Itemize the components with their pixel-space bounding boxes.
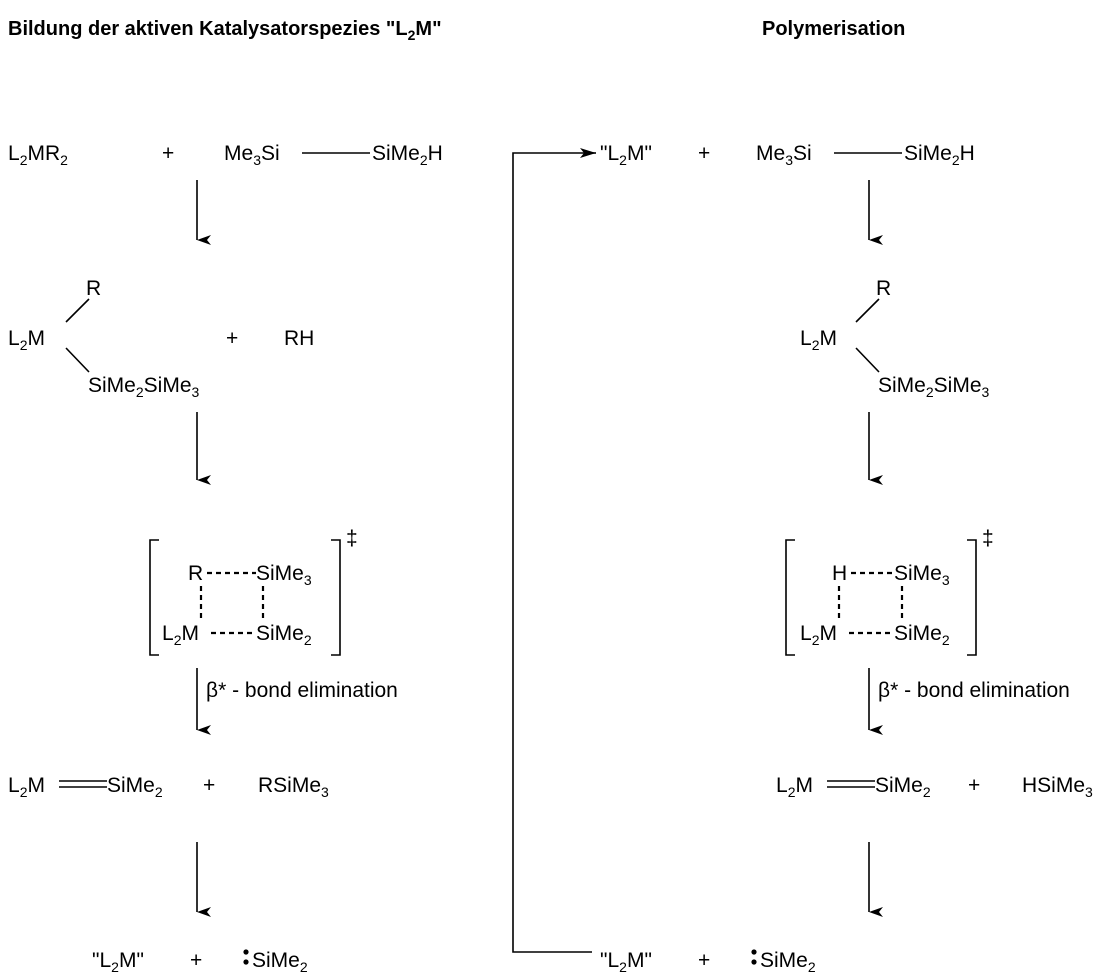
left-silylene: SiMe2 <box>252 949 308 975</box>
left-disilane-a: Me3Si <box>224 142 280 168</box>
right-lone-pair-dot-top <box>751 949 757 955</box>
left-m-si-bond <box>65 347 90 373</box>
left-ts-l2m: L2M <box>162 622 199 648</box>
left-rsime3: RSiMe3 <box>258 774 329 800</box>
left-bracket-open <box>149 539 159 656</box>
left-ts-sime3: SiMe3 <box>256 562 312 588</box>
right-hsime3: HSiMe3 <box>1022 774 1093 800</box>
left-lone-pair-dot-top <box>243 949 249 955</box>
right-l2m: L2M <box>800 327 837 353</box>
right-plus-3: + <box>968 774 980 797</box>
left-silylene-complex-sime2: SiMe2 <box>107 774 163 800</box>
right-silylene-complex-sime2: SiMe2 <box>875 774 931 800</box>
left-active-catalyst: "L2M" <box>92 949 144 975</box>
right-ts-sime2: SiMe2 <box>894 622 950 648</box>
left-plus-2: + <box>226 327 238 350</box>
right-bracket-open <box>785 539 795 656</box>
right-m-si-bond <box>855 347 880 373</box>
left-plus-3: + <box>203 774 215 797</box>
right-disilane-a: Me3Si <box>756 142 812 168</box>
left-sime2sime3: SiMe2SiMe3 <box>88 374 200 400</box>
left-precatalyst: L2MR2 <box>8 142 68 168</box>
right-bracket-close <box>967 539 977 656</box>
right-plus-4: + <box>698 949 710 972</box>
right-plus-1: + <box>698 142 710 165</box>
right-active-catalyst-top: "L2M" <box>600 142 652 168</box>
left-ts-sime2: SiMe2 <box>256 622 312 648</box>
left-silylene-complex-l2m: L2M <box>8 774 45 800</box>
right-title: Polymerisation <box>762 18 905 40</box>
left-r-label: R <box>86 277 101 300</box>
right-disilane-b: SiMe2H <box>904 142 975 168</box>
left-m-r-bond <box>65 298 90 323</box>
left-lone-pair-dot-bottom <box>243 959 249 965</box>
right-sime2sime3: SiMe2SiMe3 <box>878 374 990 400</box>
right-silylene: SiMe2 <box>760 949 816 975</box>
right-active-catalyst-bottom: "L2M" <box>600 949 652 975</box>
left-plus-1: + <box>162 142 174 165</box>
left-ts-r: R <box>188 562 203 585</box>
left-dagger: ‡ <box>346 527 358 550</box>
left-title: Bildung der aktiven Katalysatorspezies "… <box>8 18 442 43</box>
right-lone-pair-dot-bottom <box>751 959 757 965</box>
left-plus-4: + <box>190 949 202 972</box>
left-rh: RH <box>284 327 314 350</box>
right-r-label: R <box>876 277 891 300</box>
left-bracket-close <box>331 539 341 656</box>
left-beta-label: β* - bond elimination <box>206 679 398 702</box>
right-recycle-loop <box>512 152 592 953</box>
right-beta-label: β* - bond elimination <box>878 679 1070 702</box>
right-silylene-complex-l2m: L2M <box>776 774 813 800</box>
left-disilane-b: SiMe2H <box>372 142 443 168</box>
right-ts-l2m: L2M <box>800 622 837 648</box>
right-dagger: ‡ <box>982 527 994 550</box>
right-ts-h: H <box>832 562 847 585</box>
left-l2m: L2M <box>8 327 45 353</box>
right-m-r-bond <box>855 298 880 323</box>
right-ts-sime3: SiMe3 <box>894 562 950 588</box>
